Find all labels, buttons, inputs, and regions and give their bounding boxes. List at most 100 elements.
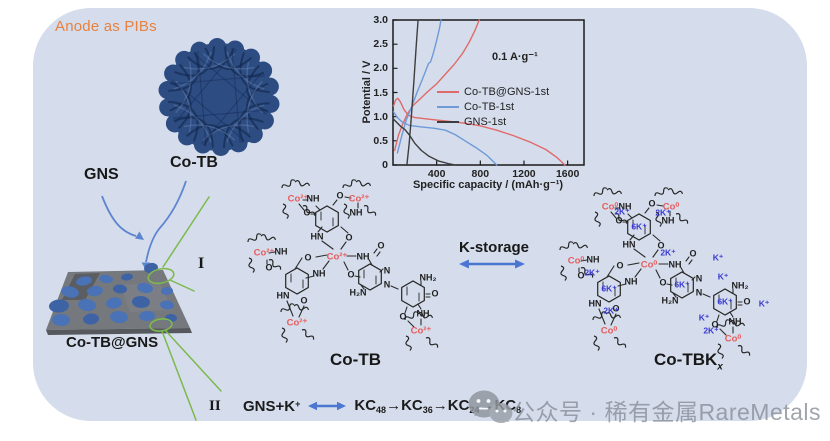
k-ion-label: 6K⁺ bbox=[631, 221, 647, 231]
k-ion-label: 2K⁺ bbox=[703, 325, 719, 335]
y-tick-label: 0.5 bbox=[373, 134, 388, 147]
k-ion-label: 6K⁺ bbox=[717, 296, 733, 306]
atom-label: O bbox=[657, 240, 664, 250]
series-curve-discharge bbox=[392, 118, 456, 166]
cotbk-structure-name: Co-TBKx bbox=[654, 350, 723, 372]
metal-label: Co²⁺ bbox=[287, 318, 308, 329]
reaction-lhs-text: GNS+K bbox=[243, 397, 296, 415]
metal-label: Co⁰ bbox=[725, 334, 742, 345]
atom-label: O bbox=[345, 232, 352, 242]
x-tick-label: 1200 bbox=[512, 168, 536, 180]
atom-label: N bbox=[696, 273, 703, 283]
k-ion-label: 6K⁺ bbox=[674, 279, 690, 289]
anode-as-pibs-label: Anode as PIBs bbox=[55, 18, 157, 35]
atom-label: N bbox=[384, 279, 391, 289]
atom-label: NH bbox=[275, 246, 288, 256]
cotbk-name-subscript: x bbox=[717, 361, 723, 373]
atom-label: NH bbox=[357, 251, 370, 261]
double-arrow-icon bbox=[308, 401, 347, 411]
atom-label: N bbox=[696, 287, 703, 297]
atom-label: NH bbox=[417, 308, 430, 318]
y-tick-label: 3.0 bbox=[373, 14, 388, 26]
series-curve-charge bbox=[396, 19, 442, 154]
k-storage-label: K-storage bbox=[459, 239, 530, 256]
wechat-icon bbox=[468, 390, 513, 423]
atom-label: O bbox=[659, 277, 666, 287]
metal-label: Co²⁺ bbox=[288, 194, 309, 205]
atom-label: O bbox=[577, 270, 584, 280]
metal-label: Co⁰ bbox=[601, 326, 618, 337]
step-arrow: → bbox=[386, 397, 402, 414]
atom-label: HN bbox=[589, 298, 602, 308]
reaction-species: KC bbox=[354, 397, 377, 414]
atom-label: H₂N bbox=[350, 287, 367, 297]
reaction-lhs: GNS+K+ bbox=[243, 398, 300, 415]
metal-center-label: Co⁰ bbox=[641, 260, 658, 271]
y-tick-label: 2.0 bbox=[373, 62, 388, 75]
atom-label: O bbox=[377, 240, 384, 250]
legend-line-blue bbox=[437, 106, 459, 108]
callout-lines bbox=[147, 196, 222, 421]
k-ion-label: 2K⁺ bbox=[584, 267, 600, 277]
cotbk-name-base: Co-TBK bbox=[654, 350, 718, 369]
metal-label: Co²⁺ bbox=[254, 248, 275, 259]
atom-label: NH bbox=[307, 193, 320, 203]
atom-label: O bbox=[616, 260, 623, 270]
atom-label: O bbox=[336, 190, 343, 200]
metal-label: Co⁰ bbox=[568, 256, 585, 267]
atom-label: O bbox=[711, 319, 718, 329]
reaction-species: KC bbox=[447, 397, 470, 414]
atom-label: NH bbox=[587, 254, 600, 264]
k-ion-label: 6K⁺ bbox=[601, 283, 617, 293]
atom-label: O bbox=[300, 295, 307, 305]
legend-label: Co-TB-1st bbox=[464, 101, 515, 113]
x-tick-label: 400 bbox=[427, 168, 446, 180]
atom-label: NH bbox=[313, 268, 326, 278]
k-ion-label: K⁺ bbox=[713, 252, 724, 262]
reaction-species-subscript: 36 bbox=[422, 405, 433, 415]
x-tick-label: 800 bbox=[471, 168, 490, 180]
k-ion-label: 2K⁺ bbox=[614, 206, 630, 216]
y-tick-label: 1.0 bbox=[373, 110, 388, 123]
atom-label: O bbox=[265, 262, 272, 272]
legend-item: Co-TB-1st bbox=[437, 101, 549, 113]
series-curve-discharge bbox=[392, 111, 498, 166]
metal-label: Co²⁺ bbox=[411, 326, 432, 337]
step-arrow: → bbox=[432, 397, 448, 414]
atom-label: NH bbox=[350, 207, 363, 217]
metal-label: Co²⁺ bbox=[349, 194, 370, 205]
chart-annotation-rate: 0.1 A·g⁻¹ bbox=[492, 51, 538, 63]
reaction-species: KC bbox=[401, 397, 423, 414]
composite-label: Co-TB@GNS bbox=[66, 334, 159, 351]
atom-label: H₂N bbox=[662, 295, 679, 305]
atom-label: HN bbox=[623, 239, 636, 249]
atom-label: O bbox=[743, 296, 750, 306]
gns-label: GNS bbox=[84, 166, 119, 183]
roman-numeral-one: I bbox=[198, 255, 205, 272]
y-tick-label: 2.5 bbox=[373, 38, 388, 51]
legend-label: GNS-1st bbox=[464, 116, 507, 128]
atom-label: NH bbox=[662, 215, 675, 225]
atom-label: O bbox=[648, 198, 655, 208]
legend-line-red bbox=[437, 91, 459, 93]
metal-center-label: Co²⁺ bbox=[327, 252, 348, 263]
atom-label: O bbox=[304, 252, 311, 262]
merge-arrows bbox=[101, 180, 187, 270]
legend-item: Co-TB@GNS-1st bbox=[437, 86, 549, 98]
y-tick-label: 1.5 bbox=[373, 86, 388, 99]
k-ion-label: K⁺ bbox=[699, 312, 710, 322]
atom-label: O bbox=[612, 303, 619, 313]
atom-label: O bbox=[431, 288, 438, 298]
k-ion-label: K⁺ bbox=[759, 298, 770, 308]
atom-label: NH bbox=[619, 201, 632, 211]
atom-label: N bbox=[384, 265, 391, 275]
k-ion-label: K⁺ bbox=[718, 271, 729, 281]
atom-label: O bbox=[347, 269, 354, 279]
legend-line-black bbox=[437, 121, 459, 123]
reaction-lhs-superscript: + bbox=[295, 398, 301, 409]
atom-label: O bbox=[399, 311, 406, 321]
reaction-species-subscript: 8 bbox=[516, 405, 522, 415]
